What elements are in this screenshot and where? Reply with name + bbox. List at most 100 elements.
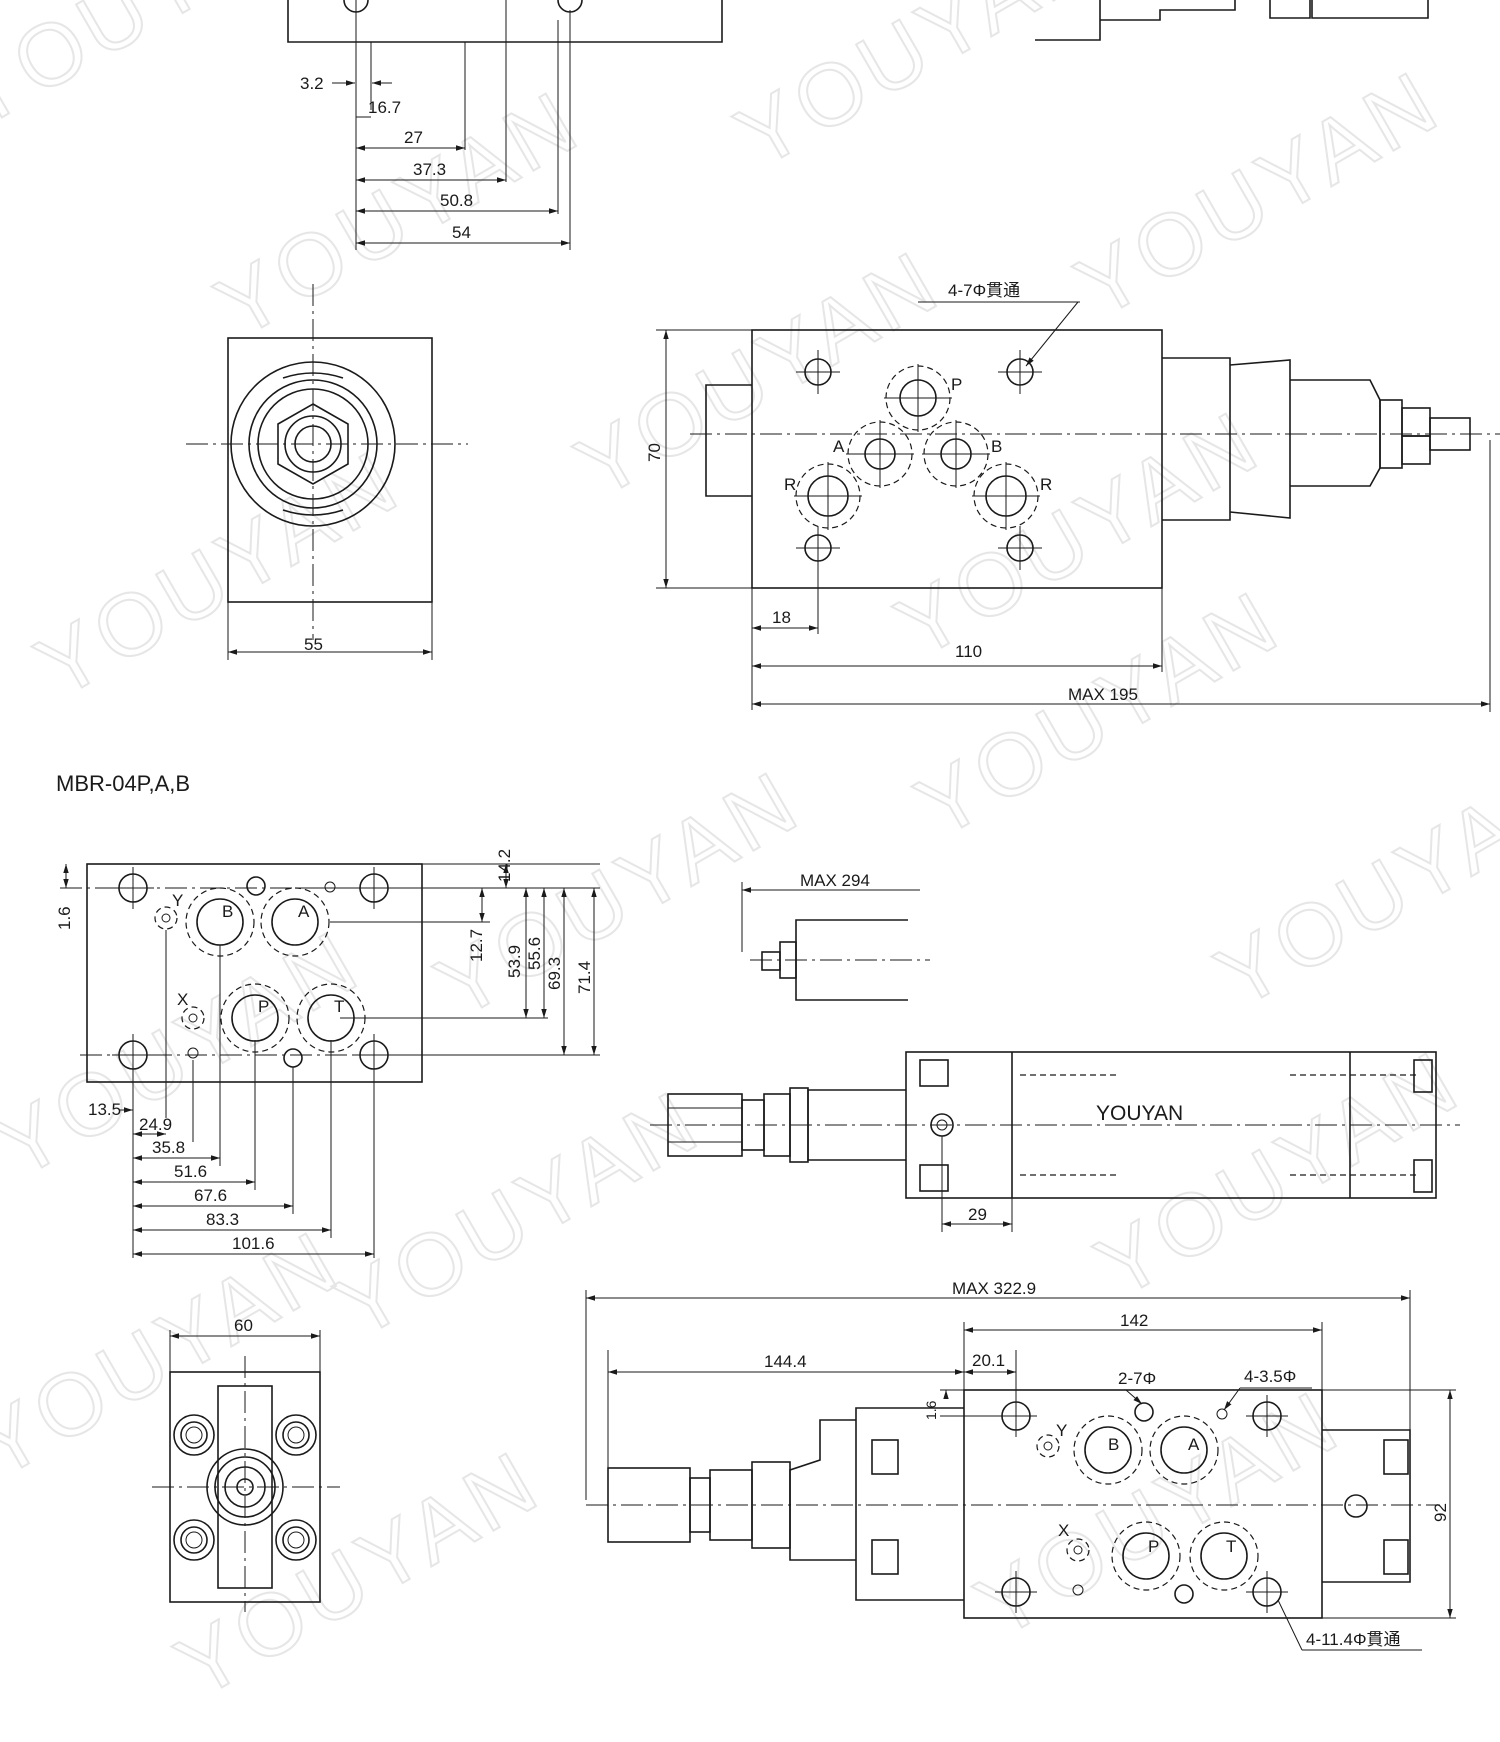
dim-144-4: 144.4 bbox=[764, 1352, 807, 1371]
port-t: T bbox=[1189, 1521, 1259, 1591]
port-x: X bbox=[177, 990, 205, 1059]
dim-53-9: 53.9 bbox=[505, 945, 524, 978]
port-b: B bbox=[922, 420, 1002, 488]
dim-label: 37.3 bbox=[413, 160, 446, 179]
mount-hole bbox=[995, 1395, 1037, 1437]
port-b: B bbox=[1073, 1415, 1143, 1485]
mount-hole bbox=[112, 867, 154, 909]
dim-51-6: 51.6 bbox=[174, 1162, 207, 1181]
port-label-x: X bbox=[1058, 1521, 1069, 1540]
port-a: A bbox=[1149, 1415, 1219, 1485]
dim-35-8: 35.8 bbox=[152, 1138, 185, 1157]
watermark: YOUYAN bbox=[560, 230, 957, 516]
port-label-a: A bbox=[298, 902, 310, 921]
dim-55: 55 bbox=[304, 635, 323, 654]
mount-hole bbox=[112, 1034, 154, 1076]
watermark: YOUYAN bbox=[960, 1370, 1357, 1656]
watermark: YOUYAN bbox=[720, 0, 1117, 186]
mount-hole bbox=[796, 526, 840, 570]
dim-18: 18 bbox=[772, 608, 791, 627]
bolt-head bbox=[173, 1414, 215, 1456]
dim-83-3: 83.3 bbox=[206, 1210, 239, 1229]
dim-label: 54 bbox=[452, 223, 471, 242]
dim-label: 16.7 bbox=[368, 98, 401, 117]
dim-110: 110 bbox=[955, 642, 982, 661]
dim-71-4: 71.4 bbox=[575, 961, 594, 994]
watermark: YOUYAN bbox=[420, 750, 817, 1036]
port-pattern-plan: Y B A X P T 1.6 12.7 bbox=[55, 849, 600, 1258]
max-294-partial: MAX 294 bbox=[741, 871, 930, 1001]
port-r-left: R bbox=[784, 462, 862, 530]
note-4-11-4: 4-11.4Φ貫通 bbox=[1306, 1630, 1401, 1649]
bolt-head bbox=[173, 1519, 215, 1561]
port-a: A bbox=[260, 887, 330, 957]
watermark: YOUYAN bbox=[0, 0, 337, 146]
dim-142: 142 bbox=[1120, 1311, 1148, 1330]
port-label-t: T bbox=[1226, 1537, 1236, 1556]
dim-1-6: 1.6 bbox=[55, 906, 74, 930]
top-partial-view: 3.2 16.7 27 37.3 50.8 54 bbox=[287, 0, 723, 250]
port-label-y: Y bbox=[172, 891, 183, 910]
mount-hole bbox=[796, 350, 840, 394]
mount-hole bbox=[1246, 1395, 1288, 1437]
port-p: P bbox=[1111, 1521, 1181, 1591]
port-label-b: B bbox=[222, 902, 233, 921]
watermark: YOUYAN bbox=[1080, 1030, 1477, 1316]
dim-12-7: 12.7 bbox=[467, 929, 486, 962]
mount-hole bbox=[353, 1034, 395, 1076]
watermark: YOUYAN bbox=[20, 430, 417, 716]
dim-60: 60 bbox=[234, 1316, 253, 1335]
dim-label: 50.8 bbox=[440, 191, 473, 210]
port-x: X bbox=[1058, 1521, 1090, 1596]
port-y: Y bbox=[1036, 1421, 1067, 1458]
end-view-55: 55 bbox=[186, 284, 468, 660]
port-label-p: P bbox=[951, 375, 962, 394]
dim-29: 29 bbox=[968, 1205, 987, 1224]
dim-20-1: 20.1 bbox=[972, 1351, 1005, 1370]
side-view: YOUYAN 29 bbox=[650, 1051, 1460, 1232]
note-2-7: 2-7Φ bbox=[1118, 1369, 1156, 1388]
watermark: YOUYAN bbox=[1060, 50, 1457, 336]
bolt-head bbox=[275, 1519, 317, 1561]
port-a: A bbox=[833, 420, 914, 488]
mount-hole bbox=[995, 1571, 1037, 1613]
end-view-60: 60 bbox=[152, 1316, 340, 1612]
dim-max-294: MAX 294 bbox=[800, 871, 870, 890]
dim-max-195: MAX 195 bbox=[1068, 685, 1138, 704]
watermark: YOUYAN bbox=[320, 1070, 717, 1356]
mount-hole bbox=[998, 350, 1042, 394]
port-label-y: Y bbox=[1056, 1421, 1067, 1440]
section-title: MBR-04P,A,B bbox=[56, 771, 190, 796]
dim-67-6: 67.6 bbox=[194, 1186, 227, 1205]
bolt-head bbox=[275, 1414, 317, 1456]
port-label-r: R bbox=[1040, 475, 1052, 494]
dim-101-6: 101.6 bbox=[232, 1234, 275, 1253]
top-right-partial bbox=[1035, 0, 1429, 41]
port-label-p: P bbox=[258, 997, 269, 1016]
port-label-t: T bbox=[334, 997, 344, 1016]
dim-1-6-b: 1.6 bbox=[923, 1400, 939, 1420]
dim-70: 70 bbox=[645, 443, 664, 462]
dim-13-5: 13.5 bbox=[88, 1100, 121, 1119]
dim-24-9: 24.9 bbox=[139, 1115, 172, 1134]
brand-label: YOUYAN bbox=[1096, 1102, 1183, 1125]
dim-55-6: 55.6 bbox=[525, 937, 544, 970]
port-label-p: P bbox=[1148, 1537, 1159, 1556]
bottom-plan-view: Y B A X P T MAX 322.9 142 bbox=[585, 1279, 1456, 1651]
note-4-3-5: 4-3.5Φ bbox=[1244, 1367, 1296, 1386]
port-label-b: B bbox=[1108, 1435, 1119, 1454]
holes-note: 4-7Φ貫通 bbox=[948, 281, 1020, 300]
port-r-right: R bbox=[972, 462, 1052, 530]
dim-label: 27 bbox=[404, 128, 423, 147]
port-y: Y bbox=[154, 891, 183, 930]
port-p: P bbox=[884, 364, 962, 432]
mount-hole bbox=[1246, 1571, 1288, 1613]
port-label-r: R bbox=[784, 475, 796, 494]
dim-92: 92 bbox=[1431, 1503, 1450, 1522]
dim-69-3: 69.3 bbox=[545, 957, 564, 990]
port-label-a: A bbox=[833, 437, 845, 456]
mount-hole bbox=[998, 526, 1042, 570]
watermark: YOUYAN bbox=[160, 1430, 557, 1716]
